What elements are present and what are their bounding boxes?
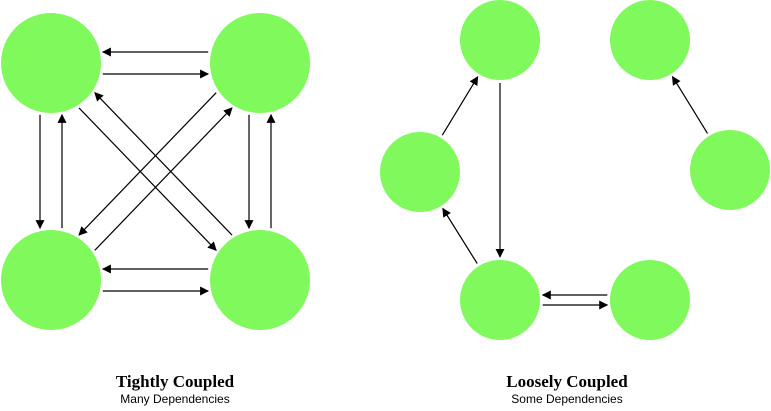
tightly-coupled-caption: Tightly Coupled Many Dependencies <box>70 372 280 407</box>
loose-node-left <box>380 132 460 212</box>
tightly-coupled-title: Tightly Coupled <box>115 372 235 391</box>
loose-node-bottom <box>460 260 540 340</box>
tightly-coupled-edges <box>35 47 276 296</box>
tight-edge-bottom-right-to-top-left <box>94 92 233 236</box>
tight-node-bottom-right <box>210 230 310 330</box>
loose-node-bottom-right <box>610 260 690 340</box>
loosely-coupled-edges <box>441 75 709 310</box>
loose-node-right <box>690 130 770 210</box>
tightly-coupled-subtitle: Many Dependencies <box>120 392 230 406</box>
loose-edge-right-to-top-right <box>671 75 709 134</box>
tight-edge-bottom-left-to-top-right <box>94 107 233 251</box>
tightly-coupled-nodes <box>1 13 310 330</box>
tight-edge-top-right-to-bottom-left <box>78 92 217 236</box>
loosely-coupled-title: Loosely Coupled <box>506 372 628 391</box>
loose-node-top <box>460 0 540 80</box>
tight-node-bottom-left <box>1 230 101 330</box>
loose-node-top-right <box>610 0 690 80</box>
loosely-coupled-subtitle: Some Dependencies <box>511 392 623 406</box>
tightly-coupled-graph <box>1 13 310 330</box>
tight-node-top-right <box>210 13 310 113</box>
loosely-coupled-caption: Loosely Coupled Some Dependencies <box>462 372 672 407</box>
tight-node-top-left <box>1 13 101 113</box>
loosely-coupled-nodes <box>380 0 770 340</box>
loose-edge-left-to-top <box>441 76 479 136</box>
loose-edge-bottom-to-left <box>442 207 478 264</box>
loosely-coupled-graph <box>380 0 770 340</box>
tight-edge-top-left-to-bottom-right <box>78 107 217 251</box>
